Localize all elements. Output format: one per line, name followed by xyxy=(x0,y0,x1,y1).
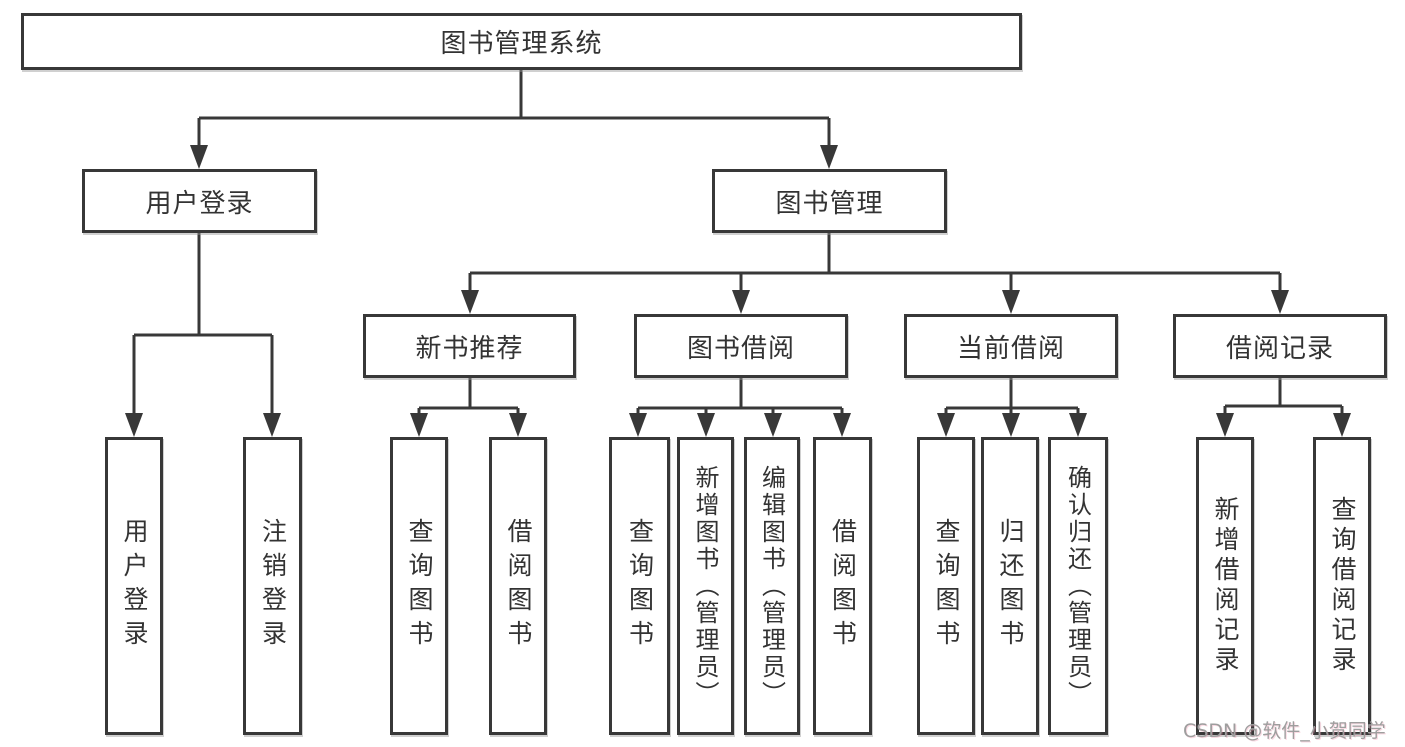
node-borrow-records: 借阅记录 xyxy=(1173,314,1387,378)
leaf-user-login: 用户登录 xyxy=(105,437,163,735)
leaf-logout: 注销登录 xyxy=(243,437,302,735)
leaf-current-return-books: 归还图书 xyxy=(981,437,1039,735)
node-book-management-label: 图书管理 xyxy=(775,188,884,219)
leaf-borrow-add-books-admin-label: 新增图书（管理员） xyxy=(691,464,719,708)
leaf-borrow-borrow-books: 借阅图书 xyxy=(813,437,872,735)
leaf-borrow-borrow-books-label: 借阅图书 xyxy=(828,518,858,654)
leaf-current-query-books: 查询图书 xyxy=(917,437,975,735)
node-book-management: 图书管理 xyxy=(712,169,947,233)
csdn-watermark: CSDN @软件_小贺同学 xyxy=(1183,720,1386,742)
leaf-newbooks-query-books-label: 查询图书 xyxy=(405,518,434,654)
node-borrow-records-label: 借阅记录 xyxy=(1225,333,1334,364)
leaf-newbooks-borrow-books: 借阅图书 xyxy=(489,437,547,735)
leaf-borrow-edit-books-admin-label: 编辑图书（管理员） xyxy=(757,464,786,708)
leaf-records-query-record-label: 查询借阅记录 xyxy=(1328,496,1357,676)
leaf-borrow-query-books-label: 查询图书 xyxy=(625,518,655,654)
leaf-records-add-record-label: 新增借阅记录 xyxy=(1211,496,1240,676)
node-new-book-recommend: 新书推荐 xyxy=(363,314,576,378)
node-current-borrow-label: 当前借阅 xyxy=(956,333,1065,364)
leaf-records-add-record: 新增借阅记录 xyxy=(1196,437,1254,735)
leaf-current-confirm-return-admin: 确认归还（管理员） xyxy=(1048,437,1108,735)
node-user-login: 用户登录 xyxy=(82,169,317,233)
node-user-login-label: 用户登录 xyxy=(145,188,254,219)
leaf-current-confirm-return-admin-label: 确认归还（管理员） xyxy=(1063,464,1092,708)
node-root: 图书管理系统 xyxy=(21,13,1022,70)
node-book-borrow-label: 图书借阅 xyxy=(686,333,795,364)
leaf-records-query-record: 查询借阅记录 xyxy=(1313,437,1371,735)
node-root-label: 图书管理系统 xyxy=(440,29,603,59)
leaf-logout-label: 注销登录 xyxy=(258,518,288,654)
leaf-current-return-books-label: 归还图书 xyxy=(996,518,1025,654)
leaf-user-login-label: 用户登录 xyxy=(120,518,149,654)
leaf-newbooks-borrow-books-label: 借阅图书 xyxy=(504,518,533,654)
node-current-borrow: 当前借阅 xyxy=(904,314,1118,378)
leaf-borrow-query-books: 查询图书 xyxy=(609,437,670,735)
leaf-borrow-edit-books-admin: 编辑图书（管理员） xyxy=(744,437,800,735)
leaf-borrow-add-books-admin: 新增图书（管理员） xyxy=(677,437,734,735)
leaf-newbooks-query-books: 查询图书 xyxy=(390,437,448,735)
node-book-borrow: 图书借阅 xyxy=(634,314,848,378)
node-new-book-recommend-label: 新书推荐 xyxy=(415,333,524,364)
leaf-current-query-books-label: 查询图书 xyxy=(932,518,961,654)
